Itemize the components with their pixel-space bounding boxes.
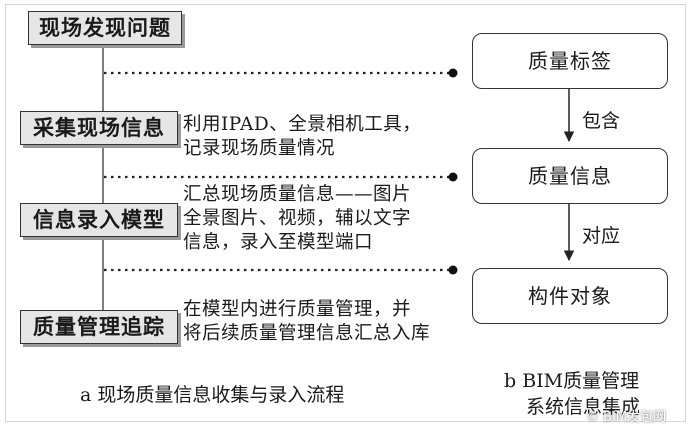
desc-line: 信息，录入至模型端口 <box>183 232 374 253</box>
desc-line: 在模型内进行质量管理，并 <box>183 299 412 320</box>
caption-right-line2: 系统信息集成 <box>526 396 641 418</box>
connector-dot <box>448 265 458 275</box>
desc-tracking: 在模型内进行质量管理，并 将后续质量管理信息汇总入库 <box>183 298 430 346</box>
connector-dot <box>448 68 458 78</box>
box-quality-tag: 质量标签 <box>472 33 668 89</box>
label-contain: 包含 <box>582 110 621 132</box>
connector-dot <box>448 172 458 182</box>
label-correspond: 对应 <box>582 225 621 247</box>
step-discover-issue: 现场发现问题 <box>28 11 182 45</box>
desc-collect: 利用IPAD、全景相机工具， 记录现场质量情况 <box>183 113 421 161</box>
caption-right-line1: b BIM质量管理 <box>504 370 640 392</box>
box-component-object: 构件对象 <box>472 268 668 324</box>
desc-line: 汇总现场质量信息——图片 <box>183 184 412 205</box>
desc-line: 记录现场质量情况 <box>183 138 336 159</box>
watermark: © BIM发包网 <box>586 410 667 425</box>
desc-input: 汇总现场质量信息——图片 全景图片、视频，辅以文字 信息，录入至模型端口 <box>183 183 411 255</box>
step-input-model: 信息录入模型 <box>20 203 178 237</box>
caption-left: a 现场质量信息收集与录入流程 <box>80 384 345 406</box>
desc-line: 利用IPAD、全景相机工具， <box>183 114 422 135</box>
step-quality-tracking: 质量管理追踪 <box>20 310 178 344</box>
box-quality-info: 质量信息 <box>472 148 668 204</box>
step-collect-info: 采集现场信息 <box>20 111 178 145</box>
desc-line: 全景图片、视频，辅以文字 <box>183 208 412 229</box>
desc-line: 将后续质量管理信息汇总入库 <box>183 323 431 344</box>
